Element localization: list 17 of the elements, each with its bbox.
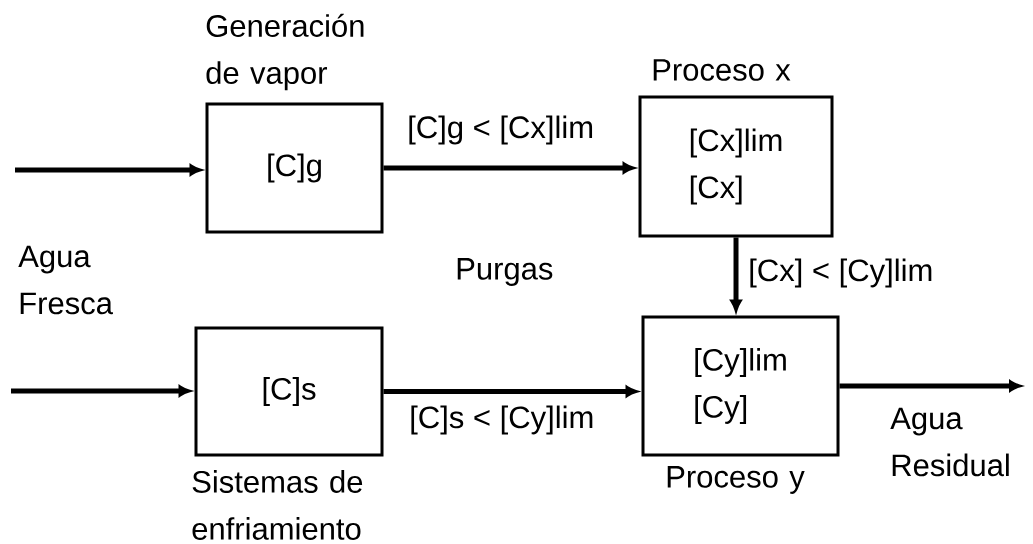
box-heading: Proceso y xyxy=(667,466,805,494)
stream-label: Agua Fresca xyxy=(18,245,113,315)
arrow xyxy=(383,162,635,174)
process-box: [C]s xyxy=(194,326,384,457)
stream-label: Agua Residual xyxy=(890,407,1009,477)
box-heading: Sistemas de enfriamiento xyxy=(192,470,363,540)
stream-label: Purgas xyxy=(457,258,553,286)
process-box: [Cx]lim [Cx] xyxy=(638,95,834,238)
edge-label: [C]s < [Cy]lim xyxy=(408,404,596,436)
process-box: [C]g xyxy=(205,102,384,234)
arrow xyxy=(15,164,202,176)
edge-label: [C]g < [Cx]lim xyxy=(406,114,596,146)
box-heading: Proceso x xyxy=(653,59,791,81)
process-box: [Cy]lim [Cy] xyxy=(641,315,840,457)
arrow xyxy=(11,385,191,397)
box-heading: Generación de vapor xyxy=(206,13,364,91)
edge-label: [Cx] < [Cy]lim xyxy=(747,257,935,289)
